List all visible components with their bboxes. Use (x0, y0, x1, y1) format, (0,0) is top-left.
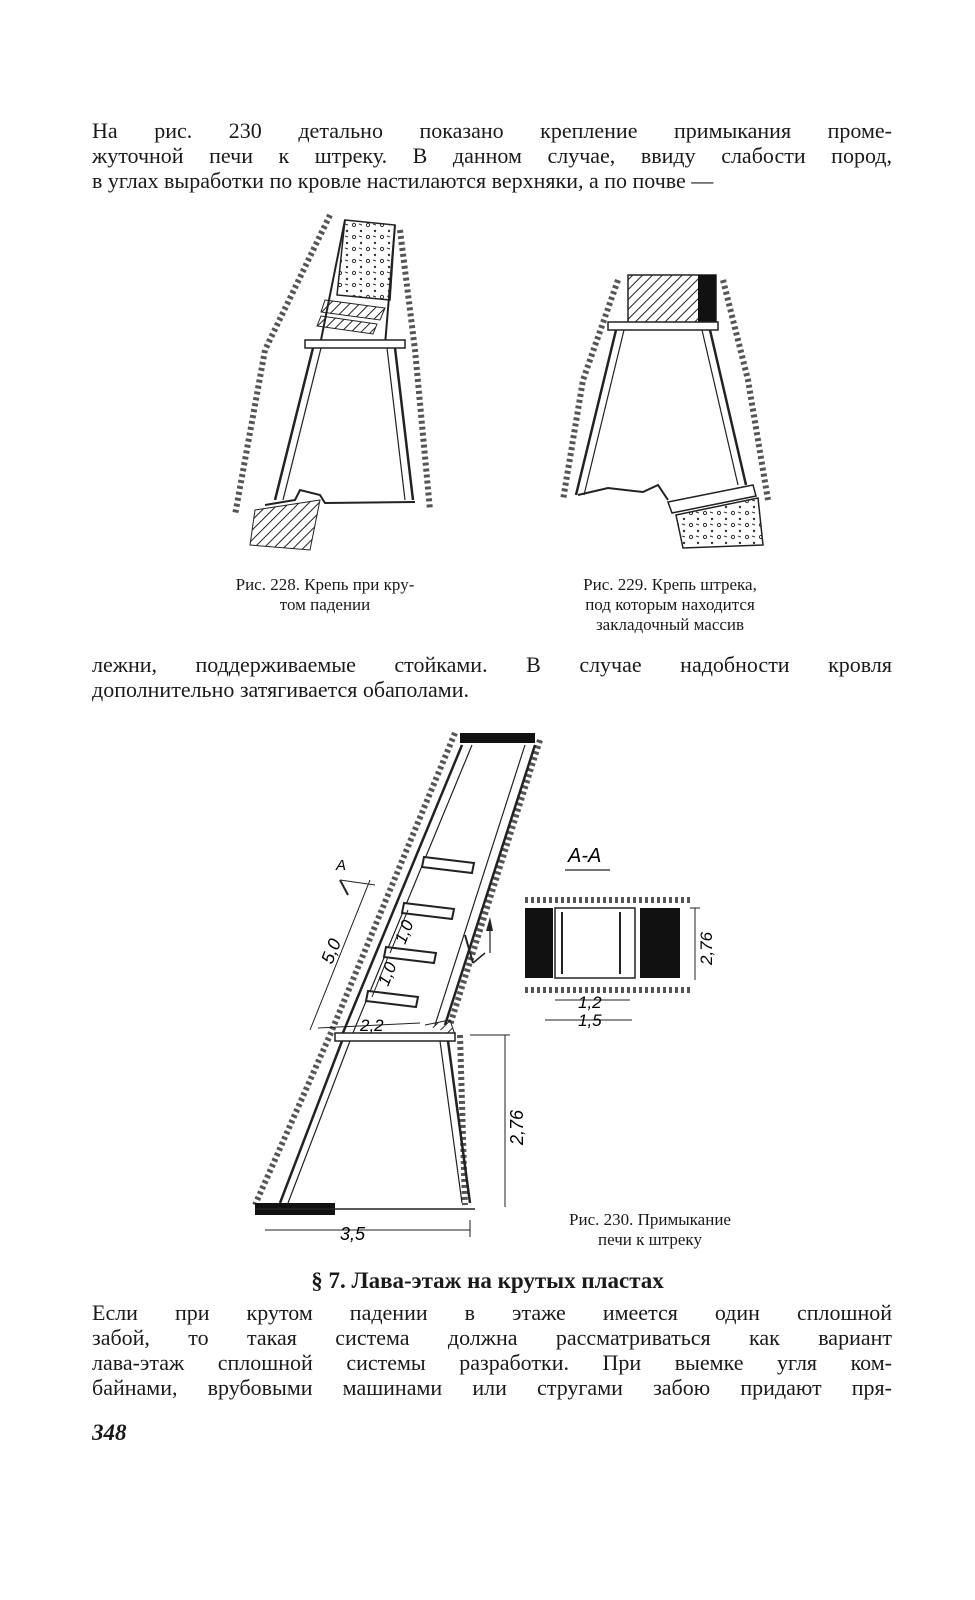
figure-229 (560, 274, 771, 549)
figure-228 (232, 213, 433, 551)
section-heading: § 7. Лава-этаж на крутых пластах (311, 1268, 664, 1293)
dim-3-5: 3,5 (340, 1224, 366, 1244)
marker-a-label: А (335, 857, 346, 874)
text-line: лежни, поддерживаемые стойками. В случае… (92, 652, 892, 677)
dim-2-76-main: 2,76 (507, 1109, 527, 1146)
text-line: байнами, врубовыми машинами или стругами… (92, 1375, 892, 1400)
section-title: А-А (567, 845, 601, 867)
text-line: Если при крутом падении в этаже имеется … (92, 1300, 892, 1325)
paragraph-2: лежни, поддерживаемые стойками. В случае… (92, 652, 892, 702)
text-line: На рис. 230 детально показано крепление … (92, 118, 892, 143)
text-line: жуточной печи к штреку. В данном случае,… (92, 143, 892, 168)
text-line: лава-этаж сплошной системы разработки. П… (92, 1350, 892, 1375)
dim-5-0: 5,0 (317, 936, 345, 967)
figure-230: А 5,0 1,0 1,0 2,2 2,76 3,5 (252, 731, 543, 1244)
figure-229-caption: Рис. 229. Крепь штрека, под которым нахо… (583, 575, 757, 634)
dim-1-0-b: 1,0 (374, 959, 401, 989)
section-a-a: А-А 2,76 1,2 1,5 (525, 845, 716, 1030)
paragraph-1: На рис. 230 детально показано крепление … (92, 118, 892, 193)
dim-1-5: 1,5 (578, 1011, 602, 1030)
figure-228-caption: Рис. 228. Крепь при кру- том падении (235, 575, 415, 614)
dim-2-2: 2,2 (359, 1016, 384, 1035)
text-line: забой, то такая система должна рассматри… (92, 1325, 892, 1350)
text-line: дополнительно затягивается обаполами. (92, 677, 469, 702)
dim-2-76-section: 2,76 (697, 931, 716, 966)
dim-1-2: 1,2 (578, 993, 602, 1012)
figure-230-caption: Рис. 230. Примыкание печи к штреку (569, 1210, 731, 1249)
paragraph-3: Если при крутом падении в этаже имеется … (92, 1300, 892, 1400)
text-line: в углах выработки по кровле настилаются … (92, 168, 714, 193)
page-number: 348 (92, 1420, 127, 1445)
